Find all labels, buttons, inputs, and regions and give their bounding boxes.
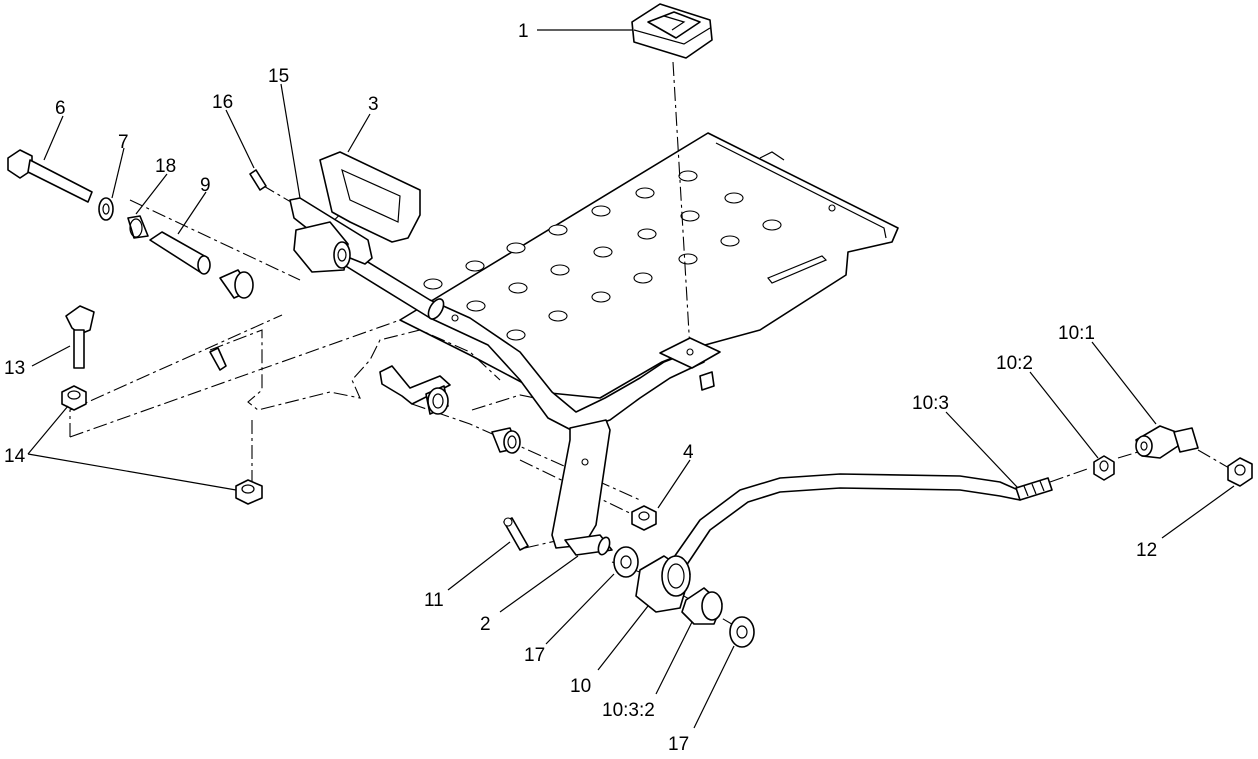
cotter-pin-upper (209, 347, 227, 371)
jam-nut (1093, 455, 1115, 481)
rod-bushing (635, 555, 691, 613)
clevis-pin (65, 305, 95, 369)
callout-4: 4 (683, 442, 694, 463)
washer-17-upper (613, 546, 639, 578)
flange-bushing (219, 269, 254, 299)
flange-nut-upper (61, 385, 87, 411)
callout-12: 12 (1136, 540, 1157, 561)
callout-10-3-2: 10:3:2 (602, 700, 655, 721)
spacer-tube (149, 231, 211, 275)
linkage-rod (671, 473, 1053, 567)
hex-nut (631, 505, 657, 531)
pivot-bracket (379, 365, 521, 454)
pedal-cushion (319, 151, 421, 243)
flange-nut-lower (235, 479, 263, 505)
spring-pin (249, 169, 267, 191)
nut-12 (1227, 457, 1253, 487)
callout-3: 3 (368, 94, 379, 115)
pedal-pad (631, 3, 713, 59)
callout-14: 14 (4, 446, 26, 467)
callout-17-upper: 17 (524, 645, 545, 666)
callout-16: 16 (212, 92, 233, 113)
callout-13: 13 (4, 358, 25, 379)
callout-1: 1 (518, 21, 529, 42)
clip (127, 215, 149, 239)
plate-holes (423, 170, 782, 341)
callout-17-lower: 17 (668, 734, 689, 755)
callout-10-3: 10:3 (912, 393, 949, 414)
foot-plate (399, 132, 899, 399)
washer (98, 197, 114, 221)
cotter-pin (503, 517, 529, 551)
callout-15: 15 (268, 66, 289, 87)
callout-9: 9 (200, 175, 211, 196)
callout-11: 11 (424, 590, 444, 611)
callout-10-2: 10:2 (996, 353, 1033, 374)
callout-6: 6 (55, 98, 66, 119)
callout-2: 2 (480, 614, 491, 635)
callout-labels: 1 3 15 16 6 7 18 9 13 14 4 11 2 17 10 10… (4, 21, 1157, 755)
pedal-arm (335, 244, 721, 556)
grommet (681, 587, 723, 625)
callout-10-1: 10:1 (1058, 323, 1095, 344)
washer-17-lower (729, 616, 755, 648)
leader-lines (27, 29, 1235, 729)
pedal-mount (289, 197, 373, 273)
callout-10: 10 (570, 676, 591, 697)
callout-18: 18 (155, 156, 176, 177)
bolt (7, 149, 93, 203)
callout-7: 7 (118, 132, 129, 153)
rod-end (1135, 425, 1199, 459)
